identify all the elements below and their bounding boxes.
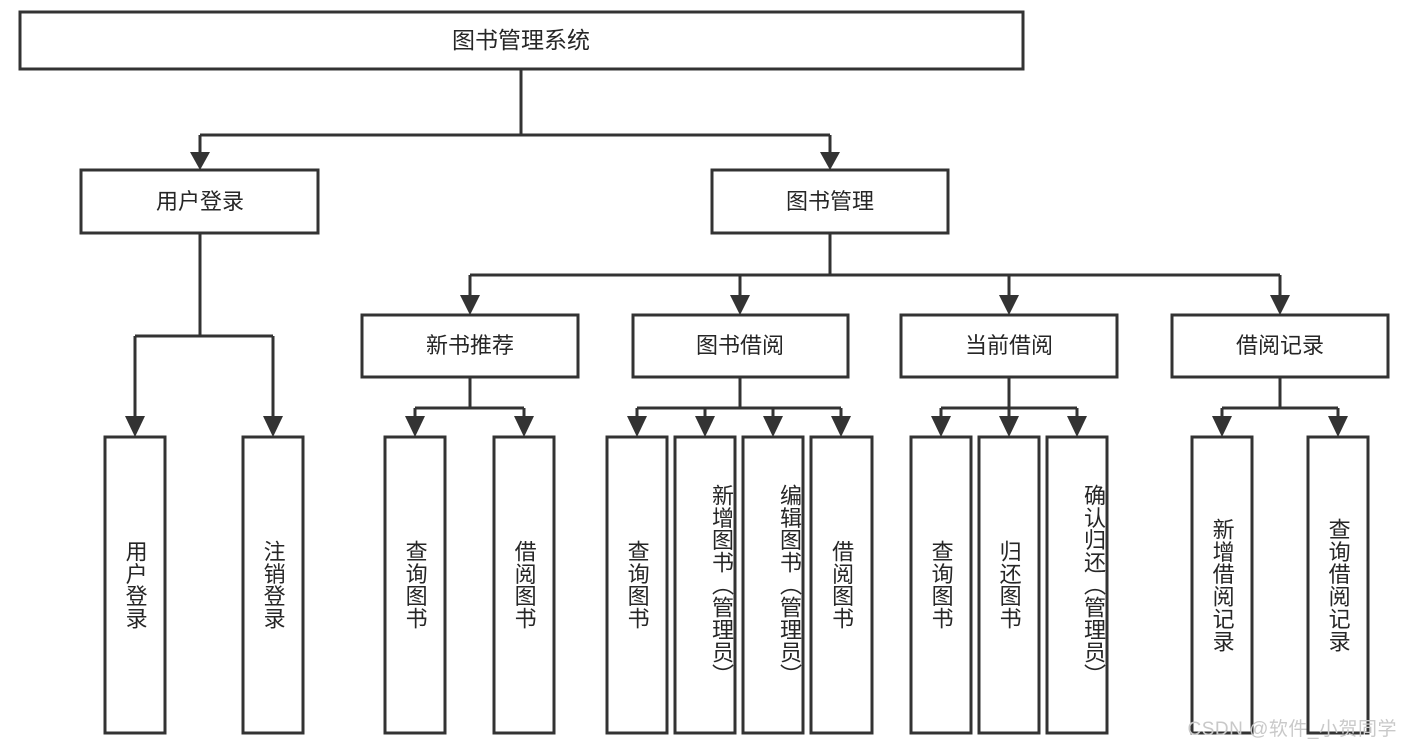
leaf-book-borrow-4[interactable]: 借阅图书: [809, 435, 874, 735]
leaf-current-borrow-1-box[interactable]: [909, 435, 973, 735]
node-book-manage-box[interactable]: [710, 168, 950, 235]
node-root-box[interactable]: [18, 10, 1025, 71]
leaf-current-borrow-3-label: 确认归还（管理员）: [1081, 484, 1106, 686]
leaf-new-book-2[interactable]: 借阅图书: [492, 435, 556, 735]
node-book-borrow-label: 图书借阅: [696, 333, 784, 358]
arrow-head-current-borrow-leaf-1: [931, 416, 951, 437]
node-current-borrow-label: 当前借阅: [965, 333, 1053, 358]
leaf-new-book-1-box[interactable]: [383, 435, 447, 735]
arrow-head-borrow-record-leaf-2: [1328, 416, 1348, 437]
leaf-user-login-2-box[interactable]: [241, 435, 305, 735]
leaf-book-borrow-1[interactable]: 查询图书: [605, 435, 669, 735]
leaf-new-book-1[interactable]: 查询图书: [383, 435, 447, 735]
arrow-head-new-book: [460, 295, 480, 315]
arrow-head-current-borrow-leaf-2: [999, 416, 1019, 437]
node-user-login-box[interactable]: [79, 168, 320, 235]
node-new-book-recommend-label: 新书推荐: [426, 333, 514, 358]
leaf-current-borrow-2-label: 归还图书: [996, 540, 1022, 630]
leaf-book-borrow-4-box[interactable]: [809, 435, 874, 735]
leaf-borrow-record-1[interactable]: 新增借阅记录: [1190, 435, 1254, 735]
arrow-head-book-borrow-leaf-4: [831, 416, 851, 437]
leaf-borrow-record-2-box[interactable]: [1306, 435, 1370, 735]
watermark: CSDN @软件_小贺同学: [1187, 719, 1397, 740]
leaf-new-book-2-box[interactable]: [492, 435, 556, 735]
node-root-label: 图书管理系统: [452, 27, 590, 53]
node-user-login[interactable]: 用户登录: [79, 168, 320, 235]
leaf-book-borrow-4-label: 借阅图书: [829, 540, 855, 630]
leaf-book-borrow-2-label: 新增图书（管理员）: [709, 484, 734, 686]
arrow-head-user-login-leaf-2: [263, 416, 283, 437]
arrow-head-book-borrow-leaf-1: [627, 416, 647, 437]
node-new-book-recommend[interactable]: 新书推荐: [360, 313, 580, 379]
leaf-book-borrow-3-box[interactable]: [741, 435, 805, 735]
leaf-borrow-record-1-label: 新增借阅记录: [1209, 517, 1235, 653]
leaf-user-login-1-box[interactable]: [103, 435, 167, 735]
node-borrow-record[interactable]: 借阅记录: [1170, 313, 1390, 379]
leaf-book-borrow-3-label: 编辑图书（管理员）: [777, 484, 802, 686]
leaf-user-login-1-label: 用户登录: [122, 540, 148, 630]
leaf-user-login-2[interactable]: 注销登录: [241, 435, 305, 735]
node-layer: 图书管理系统 用户登录 图书管理 新书推荐 图书借阅 当前: [18, 10, 1390, 735]
leaf-book-borrow-3[interactable]: 编辑图书（管理员）: [741, 435, 805, 735]
leaf-book-borrow-1-label: 查询图书: [624, 540, 650, 630]
arrow-head-new-book-leaf-1: [405, 416, 425, 437]
node-book-manage[interactable]: 图书管理: [710, 168, 950, 235]
arrow-head-user-login-leaf-1: [125, 416, 145, 437]
leaf-user-login-2-label: 注销登录: [260, 540, 286, 630]
leaf-user-login-1[interactable]: 用户登录: [103, 435, 167, 735]
arrow-head-current-borrow: [999, 295, 1019, 315]
leaf-borrow-record-2-label: 查询借阅记录: [1325, 517, 1351, 653]
arrow-head-borrow-record: [1270, 295, 1290, 315]
connector-layer: [125, 69, 1348, 437]
node-current-borrow[interactable]: 当前借阅: [899, 313, 1119, 379]
arrow-head-user-login: [190, 152, 210, 170]
node-book-borrow[interactable]: 图书借阅: [631, 313, 850, 379]
leaf-current-borrow-1-label: 查询图书: [928, 540, 954, 630]
leaf-current-borrow-3[interactable]: 确认归还（管理员）: [1045, 435, 1109, 735]
leaf-book-borrow-2[interactable]: 新增图书（管理员）: [673, 435, 737, 735]
arrow-head-new-book-leaf-2: [514, 416, 534, 437]
node-borrow-record-box[interactable]: [1170, 313, 1390, 379]
arrow-head-book-borrow-leaf-2: [695, 416, 715, 437]
leaf-current-borrow-1[interactable]: 查询图书: [909, 435, 973, 735]
leaf-current-borrow-2[interactable]: 归还图书: [977, 435, 1041, 735]
leaf-book-borrow-1-box[interactable]: [605, 435, 669, 735]
leaf-new-book-1-label: 查询图书: [402, 540, 428, 630]
arrow-head-current-borrow-leaf-3: [1067, 416, 1087, 437]
leaf-current-borrow-2-box[interactable]: [977, 435, 1041, 735]
node-book-borrow-box[interactable]: [631, 313, 850, 379]
arrow-head-book-borrow: [730, 295, 750, 315]
leaf-borrow-record-2[interactable]: 查询借阅记录: [1306, 435, 1370, 735]
leaf-book-borrow-2-box[interactable]: [673, 435, 737, 735]
node-borrow-record-label: 借阅记录: [1236, 333, 1324, 358]
node-new-book-recommend-box[interactable]: [360, 313, 580, 379]
node-book-manage-label: 图书管理: [786, 189, 874, 214]
arrow-head-book-manage: [820, 152, 840, 170]
node-current-borrow-box[interactable]: [899, 313, 1119, 379]
arrow-head-book-borrow-leaf-3: [763, 416, 783, 437]
node-user-login-label: 用户登录: [156, 189, 244, 214]
leaf-borrow-record-1-box[interactable]: [1190, 435, 1254, 735]
node-root[interactable]: 图书管理系统: [18, 10, 1025, 71]
leaf-current-borrow-3-box[interactable]: [1045, 435, 1109, 735]
leaf-new-book-2-label: 借阅图书: [511, 540, 537, 630]
arrow-head-borrow-record-leaf-1: [1212, 416, 1232, 437]
